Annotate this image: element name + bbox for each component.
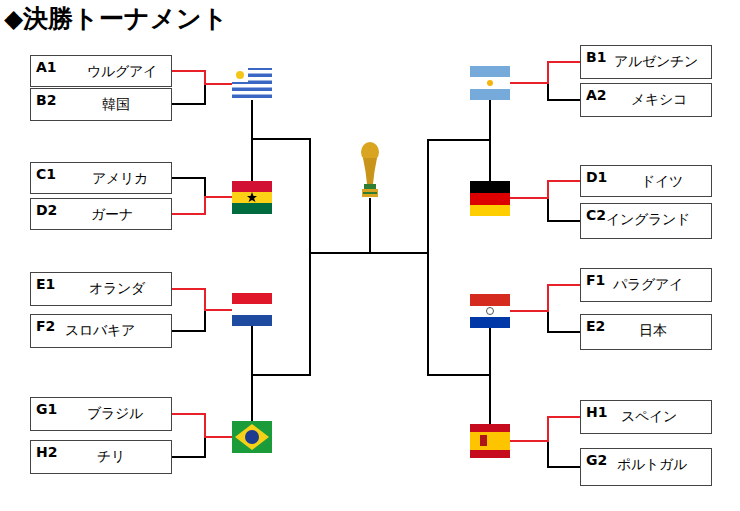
team-box: H2 チリ — [30, 440, 172, 474]
team-name: オランダ — [89, 279, 145, 297]
team-box: D2 ガーナ — [30, 198, 172, 230]
world-cup-trophy — [361, 142, 379, 197]
team-name: アルゼンチン — [614, 52, 698, 70]
group-code: A1 — [36, 58, 57, 76]
flag-spain — [470, 424, 510, 458]
page-title: ◆決勝トーナメント — [4, 2, 228, 35]
group-code: B1 — [586, 48, 606, 66]
team-name: ガーナ — [91, 205, 133, 223]
team-name: ドイツ — [641, 172, 683, 190]
team-box: E2 日本 — [580, 314, 712, 350]
team-box: C2イングランド — [580, 203, 712, 239]
bracket-lines — [172, 83, 580, 467]
team-name: 日本 — [639, 321, 667, 339]
flag-netherlands — [232, 293, 272, 326]
group-code: D2 — [36, 201, 57, 219]
team-box: E1 オランダ — [30, 272, 172, 306]
team-name: ポルトガル — [617, 455, 687, 473]
team-box: H1 スペイン — [580, 400, 712, 434]
group-code: G1 — [36, 400, 57, 418]
group-code: B2 — [36, 91, 56, 109]
team-name: チリ — [97, 447, 125, 465]
group-code: C2 — [586, 206, 606, 224]
team-box: A2 メキシコ — [580, 83, 712, 117]
group-code: A2 — [586, 86, 607, 104]
group-code: C1 — [36, 165, 56, 183]
team-name: ブラジル — [87, 404, 143, 422]
group-code: G2 — [586, 451, 607, 469]
team-name: アメリカ — [92, 169, 148, 187]
team-box: A1 ウルグアイ — [30, 55, 172, 87]
group-code: F1 — [586, 271, 605, 289]
group-code: E2 — [586, 317, 605, 335]
group-code: F2 — [36, 317, 55, 335]
team-name: ウルグアイ — [87, 62, 157, 80]
team-box: G1 ブラジル — [30, 397, 172, 431]
team-box: F2 スロバキア — [30, 314, 172, 348]
team-box: D1 ドイツ — [580, 165, 712, 197]
group-code: E1 — [36, 275, 55, 293]
group-code: H2 — [36, 443, 57, 461]
team-name: イングランド — [606, 210, 690, 228]
flag-argentina — [470, 66, 510, 100]
team-box: B1 アルゼンチン — [580, 45, 712, 79]
group-code: H1 — [586, 403, 607, 421]
team-box: C1 アメリカ — [30, 162, 172, 194]
team-box: G2 ポルトガル — [580, 448, 712, 486]
flag-ghana — [232, 181, 272, 214]
team-name: スロバキア — [65, 321, 135, 339]
team-name: スペイン — [621, 407, 677, 425]
flag-paraguay — [470, 294, 510, 328]
group-code: D1 — [586, 168, 607, 186]
flag-brazil — [232, 421, 272, 453]
team-box: B2 韓国 — [30, 88, 172, 121]
team-name: パラグアイ — [613, 275, 683, 293]
team-name: 韓国 — [102, 95, 130, 113]
winner-lines — [172, 62, 580, 441]
flag-germany — [470, 181, 510, 216]
flag-uruguay — [232, 68, 272, 100]
team-name: メキシコ — [631, 90, 687, 108]
team-box: F1 パラグアイ — [580, 268, 712, 302]
